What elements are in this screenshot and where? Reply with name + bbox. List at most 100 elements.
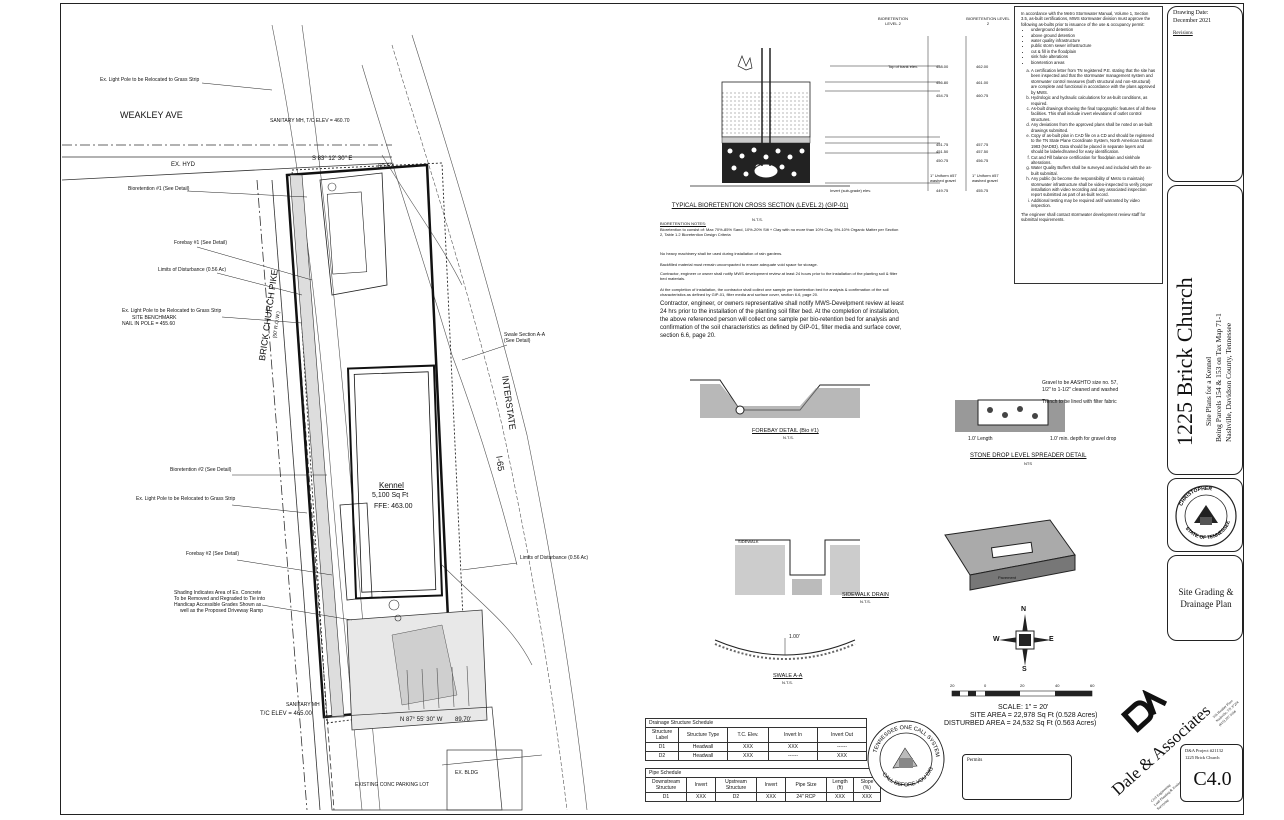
drawing-sheet-border xyxy=(60,3,1244,815)
notes-bullet: public storm sewer infrastructure xyxy=(1031,43,1156,48)
bearing-bottom: N 87° 55' 30" W xyxy=(400,717,443,723)
scale-tick-3: 20 xyxy=(1020,683,1025,688)
site-area: SITE AREA = 22,978 Sq Ft (0.528 Acres) xyxy=(970,712,1098,719)
sidewalk-drain-title: SIDEWALK DRAIN xyxy=(842,592,889,598)
table-row: D2 Headwall XXX ------ XXX xyxy=(645,751,867,761)
table-cell: D2 xyxy=(715,792,757,802)
ds-header-3: T.C. Elev. xyxy=(727,727,769,743)
notes-item: Copy of as-built plan in CAD file on a C… xyxy=(1031,133,1156,155)
callout-limits-1: Limits of Disturbance (0.56 Ac) xyxy=(158,267,227,273)
drainage-schedule-title: Drainage Structure Schedule xyxy=(645,718,867,728)
callout-shading-3: Handicap Accessible Grades Shown as xyxy=(174,602,262,608)
bio-note-1: Bioretention to consist of: Max 70%-85% … xyxy=(660,227,899,237)
callout-light-pole-2: Ex. Light Pole to be Relocated to Grass … xyxy=(122,308,222,314)
notes-item: A certification letter from TN registere… xyxy=(1031,68,1156,95)
forebay-title: FOREBAY DETAIL (Bio #1) xyxy=(752,428,819,434)
table-cell: ------ xyxy=(817,742,867,752)
notes-footer: The engineer shall contact stormwater de… xyxy=(1021,211,1146,223)
bio-row-3-v2: 460.75 xyxy=(976,93,989,98)
title-block-sheet-number: D&A Project #21132 1225 Brick Church C4.… xyxy=(1180,744,1243,802)
title-block-project: 1225 Brick Church Site Plans for a Kenne… xyxy=(1167,185,1243,475)
notes-bullet: bioretention areas xyxy=(1031,60,1156,65)
bioretention-section-drawing xyxy=(690,36,967,191)
project-subtitle-1: Site Plans for a Kennel xyxy=(1204,356,1213,426)
callout-benchmark-2: NAIL IN POLE = 455.60 xyxy=(122,321,176,327)
callout-light-pole-3: Ex. Light Pole to be Relocated to Grass … xyxy=(136,496,236,502)
bio-row-6-v2: 456.75 xyxy=(976,158,989,163)
bearing-top: S 83° 12' 30" E xyxy=(312,156,353,162)
table-cell: XXX xyxy=(727,742,769,752)
drainage-schedule: Drainage Structure Schedule Structure La… xyxy=(645,718,867,761)
notes-item: Any deviations from the approved plans s… xyxy=(1031,122,1156,133)
bio-row-7-v2: 455.75 xyxy=(976,188,989,193)
table-cell: Headwall xyxy=(678,751,728,761)
bio-note-2: No heavy machinery shall be used during … xyxy=(660,251,783,256)
stone-drop-drawing xyxy=(955,399,1065,432)
callout-shading-2: To be Removed and Regraded to Tie into xyxy=(174,596,266,602)
sidewalk-drain-nts: N.T.S. xyxy=(860,599,871,604)
bio-section-nts: N.T.S. xyxy=(752,217,763,222)
table-cell: D1 xyxy=(645,742,679,752)
table-cell: 24" RCP xyxy=(785,792,827,802)
notes-bullet: underground detention xyxy=(1031,27,1156,32)
permits-box: Permits xyxy=(962,754,1072,800)
callout-forebay-1: Forebay #1 (See Detail) xyxy=(174,240,228,246)
callout-limits-2: Limits of Disturbance (0.56 Ac) xyxy=(520,555,589,561)
bio-row-4-v1: 451.75 xyxy=(936,142,949,147)
bearing-top-distance: 60.62' xyxy=(378,164,395,170)
firm-logo-icon xyxy=(1120,690,1168,733)
swale-title: SWALE A-A xyxy=(773,673,803,679)
scale-tick-2: 0 xyxy=(984,683,987,688)
callout-bioretention-1: Bioretention #1 (See Detail) xyxy=(128,186,190,192)
scale-bar xyxy=(951,690,1093,697)
pipe-schedule: Pipe Schedule Downstream Structure Inver… xyxy=(645,768,881,802)
notes-intro: In accordance with the Metro Stormwater … xyxy=(1021,11,1151,27)
pipe-schedule-title: Pipe Schedule xyxy=(645,768,881,778)
ds-header-1: Structure Label xyxy=(645,727,679,743)
ps-header-5: Pipe Size xyxy=(785,777,827,793)
stone-note-2: 1/2" to 1-1/2" cleaned and washed xyxy=(1042,387,1119,393)
site-plan-drawing xyxy=(62,24,588,811)
north-arrow-icon xyxy=(999,614,1051,666)
table-cell: XXX xyxy=(727,751,769,761)
table-cell: XXX xyxy=(686,792,716,802)
existing-parking-label: EXISTING CONC PARKING LOT xyxy=(355,782,430,788)
ex-hydrant-label: EX. HYD xyxy=(171,162,196,168)
project-name: 1225 Brick Church xyxy=(1185,755,1220,760)
callout-bioretention-2: Bioretention #2 (See Detail) xyxy=(170,467,232,473)
sidewalk-label: SIDEWALK xyxy=(738,539,759,544)
ps-header-1: Downstream Structure xyxy=(645,777,687,793)
callout-benchmark-1: SITE BENCHMARK xyxy=(132,315,177,321)
bio-row-4-v2: 457.75 xyxy=(976,142,989,147)
bio-col-header-2: BIORETENTION LEVEL 2 xyxy=(966,16,1010,26)
notes-item: Additional testing may be required as/if… xyxy=(1031,198,1156,209)
engineer-seal-icon: CHRISTOPHER STATE OF TENNESSEE xyxy=(1175,485,1237,547)
bio-notes-title: BIORETENTION NOTES: xyxy=(660,221,707,226)
sheet-number: C4.0 xyxy=(1193,768,1232,790)
notes-bullet: water quality infrastructure xyxy=(1031,38,1156,43)
bio-note-4: Contractor, engineer or owner shall noti… xyxy=(660,271,898,281)
bio-row-2-v1: 456.80 xyxy=(936,80,949,85)
sidewalk-drain-drawing xyxy=(735,519,1076,595)
bio-gravel-1: 1" Uniform #57 washed gravel xyxy=(930,173,957,183)
permits-label: Permits xyxy=(967,758,983,763)
pavement-label: Pavement xyxy=(998,575,1017,580)
notes-bullet: above ground detention xyxy=(1031,33,1156,38)
table-cell: XXX xyxy=(826,792,854,802)
stone-depth: 1.0' min. depth for gravel drop xyxy=(1050,436,1117,442)
title-block-seal: CHRISTOPHER STATE OF TENNESSEE xyxy=(1167,478,1243,552)
scale-tick-1: 20 xyxy=(950,683,955,688)
swale-drawing xyxy=(714,638,856,660)
contractor-note: Contractor, engineer, or owners represen… xyxy=(660,301,904,339)
swale-depth: 1.00' xyxy=(789,634,800,640)
project-subtitle-2: Being Parcels 154 & 153 on Tax Map 71-1 xyxy=(1214,313,1223,442)
ps-header-2: Invert xyxy=(686,777,716,793)
drawing-date: December 2021 xyxy=(1173,18,1212,24)
interstate-number: I-65 xyxy=(494,455,507,472)
stone-length: 1.0' Length xyxy=(968,436,993,442)
kennel-area: 5,100 Sq Ft xyxy=(372,492,409,499)
drawing-date-label: Drawing Date: xyxy=(1173,10,1209,16)
bio-section-title: TYPICAL BIORETENTION CROSS SECTION (LEVE… xyxy=(671,203,849,209)
stone-drop-nts: NTS xyxy=(1024,461,1032,466)
table-row: D1 XXX D2 XXX 24" RCP XXX XXX xyxy=(645,792,881,802)
